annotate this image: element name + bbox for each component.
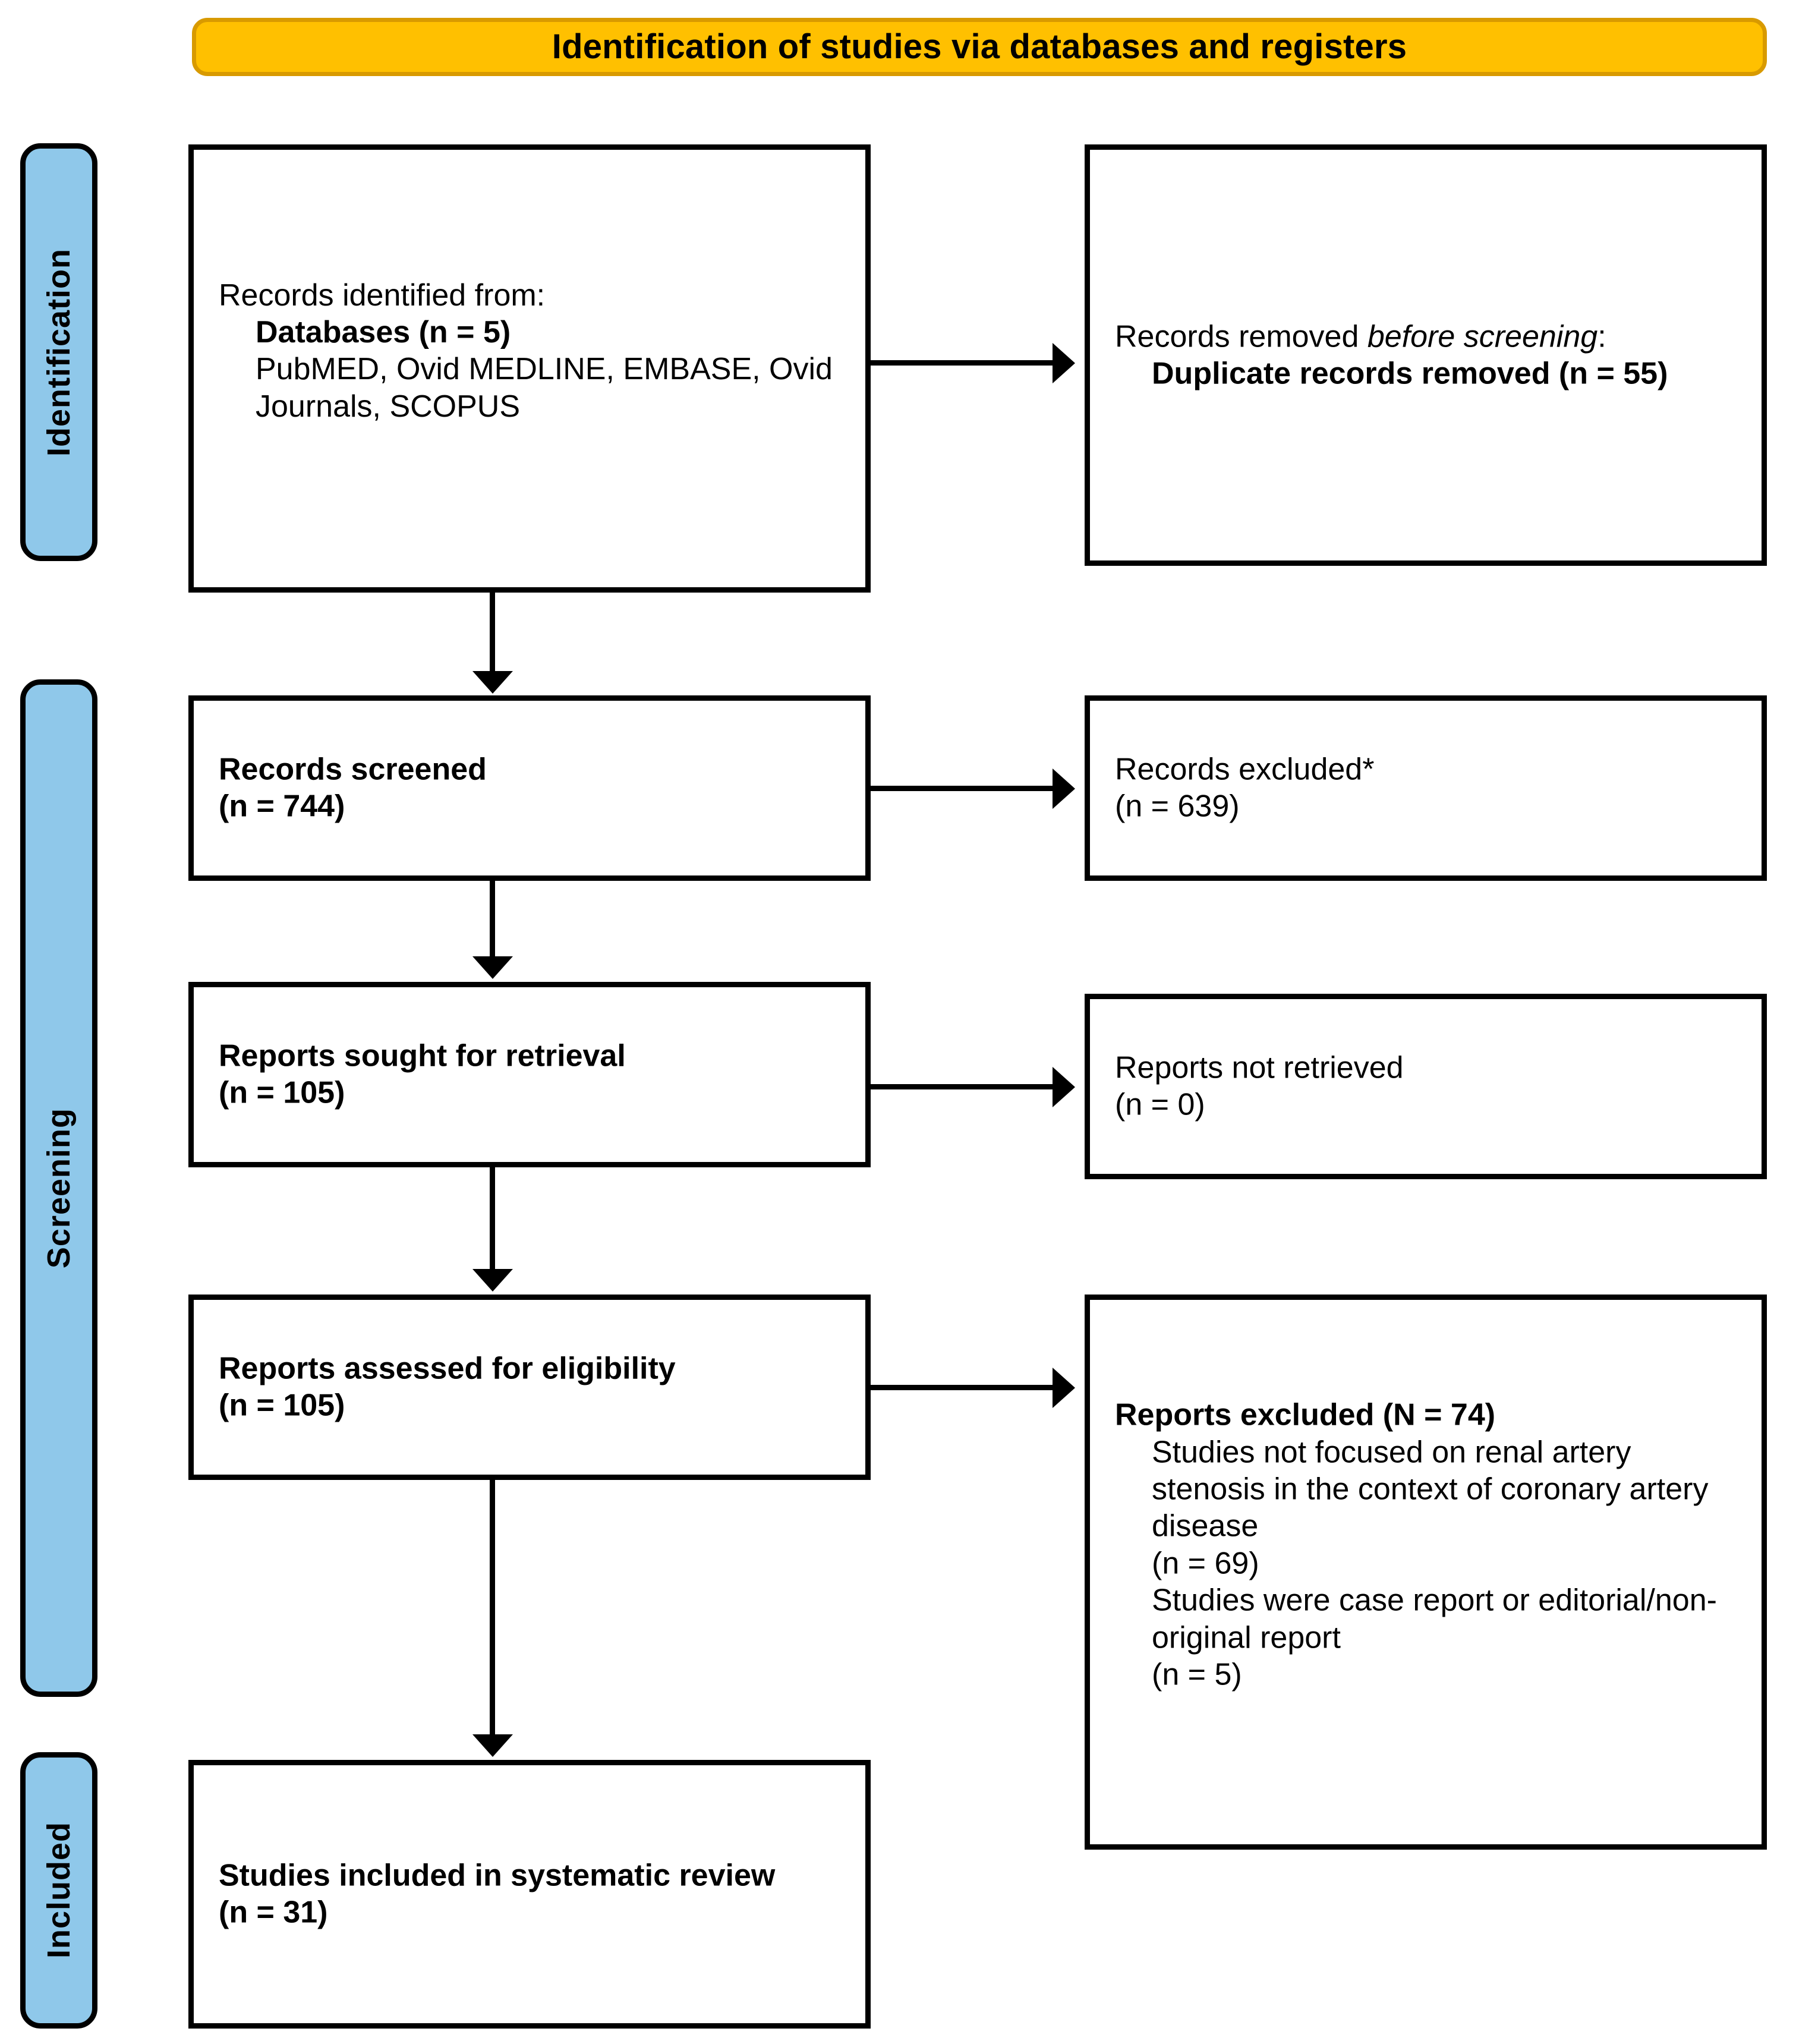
duplicate-records-removed: Duplicate records removed (n = 55): [1152, 356, 1668, 391]
page-title: Identification of studies via databases …: [552, 27, 1407, 67]
reports-excluded-reason-2: Studies were case report or editorial/no…: [1152, 1583, 1717, 1655]
box-records-removed: Records removed before screening: Duplic…: [1085, 144, 1767, 566]
arrow-identified-to-removed: [871, 360, 1055, 366]
phase-label-identification: Identification: [20, 143, 97, 561]
records-excluded-count: (n = 639): [1115, 789, 1240, 824]
reports-excluded-reason-1-count: (n = 69): [1152, 1546, 1259, 1581]
arrow-screened-to-sought: [490, 881, 495, 959]
reports-assessed-label: Reports assessed for eligibility: [219, 1351, 676, 1386]
records-excluded-label: Records excluded*: [1115, 752, 1375, 787]
reports-excluded-heading: Reports excluded (N = 74): [1115, 1397, 1496, 1432]
arrow-screened-to-excluded: [871, 786, 1055, 791]
arrow-sought-to-not-retrieved: [871, 1084, 1055, 1089]
diagram-header-banner: Identification of studies via databases …: [192, 18, 1767, 76]
phase-label-included: Included: [20, 1752, 97, 2029]
reports-not-retrieved-count: (n = 0): [1115, 1088, 1205, 1122]
box-records-screened: Records screened (n = 744): [188, 695, 871, 881]
records-removed-prefix: Records removed: [1115, 319, 1368, 354]
box-reports-assessed: Reports assessed for eligibility (n = 10…: [188, 1295, 871, 1480]
reports-sought-label: Reports sought for retrieval: [219, 1038, 626, 1073]
reports-sought-count: (n = 105): [219, 1076, 345, 1110]
records-screened-label: Records screened: [219, 752, 487, 787]
box-reports-sought: Reports sought for retrieval (n = 105): [188, 982, 871, 1167]
arrow-sought-to-assessed: [490, 1167, 495, 1271]
arrow-assessed-to-reports-excluded: [871, 1385, 1055, 1390]
studies-included-label: Studies included in systematic review: [219, 1858, 776, 1893]
arrow-assessed-to-included: [490, 1480, 495, 1737]
reports-excluded-reason-2-count: (n = 5): [1152, 1657, 1242, 1692]
reports-excluded-reason-1: Studies not focused on renal artery sten…: [1152, 1435, 1717, 1544]
records-identified-databases: Databases (n = 5): [256, 315, 511, 350]
box-reports-excluded: Reports excluded (N = 74) Studies not fo…: [1085, 1295, 1767, 1850]
box-studies-included: Studies included in systematic review (n…: [188, 1760, 871, 2029]
records-removed-line1: Records removed before screening:: [1115, 318, 1744, 355]
arrow-identified-to-screened: [490, 593, 495, 673]
box-records-identified: Records identified from: Databases (n = …: [188, 144, 871, 593]
box-records-excluded: Records excluded* (n = 639): [1085, 695, 1767, 881]
phase-label-identification-text: Identification: [41, 248, 77, 456]
records-removed-emphasis: before screening: [1367, 319, 1598, 354]
records-removed-colon: :: [1598, 319, 1606, 354]
records-identified-database-names: PubMED, Ovid MEDLINE, EMBASE, Ovid Journ…: [256, 352, 842, 424]
phase-label-screening-text: Screening: [41, 1107, 77, 1269]
phase-label-included-text: Included: [41, 1822, 77, 1959]
reports-not-retrieved-label: Reports not retrieved: [1115, 1050, 1404, 1085]
phase-label-screening: Screening: [20, 679, 97, 1697]
reports-assessed-count: (n = 105): [219, 1388, 345, 1423]
records-screened-count: (n = 744): [219, 789, 345, 824]
studies-included-count: (n = 31): [219, 1895, 328, 1930]
records-identified-line1: Records identified from:: [219, 278, 546, 313]
box-reports-not-retrieved: Reports not retrieved (n = 0): [1085, 994, 1767, 1179]
